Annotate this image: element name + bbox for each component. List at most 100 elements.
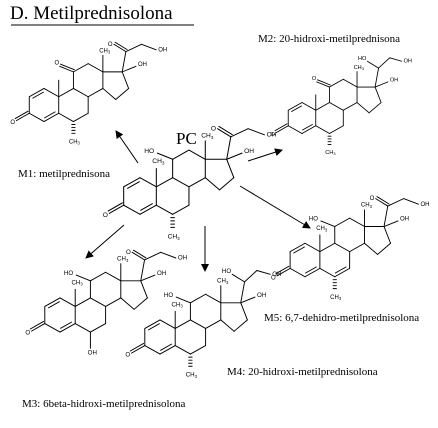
bond-c20-c21 <box>244 270 258 283</box>
carbonyl-bond-c3 <box>14 110 29 120</box>
ring-bond <box>44 323 61 333</box>
ring-bond <box>89 323 107 333</box>
carbonyl-bond-c3 <box>131 345 146 354</box>
ring-bond <box>364 242 379 255</box>
oxygen-label: O <box>55 60 60 66</box>
double-bond-c1-c2 <box>48 301 60 309</box>
bond-c11-oh <box>75 274 91 282</box>
ring-bond <box>334 217 351 227</box>
methyl-label: CH3 <box>117 256 129 263</box>
methyl-label: CH3 <box>354 65 364 71</box>
carbonyl-bond-c11 <box>60 63 75 71</box>
ring-bond <box>144 345 161 355</box>
ring-bond <box>133 297 148 310</box>
ring-bond <box>172 204 190 215</box>
ring-bond <box>105 271 122 282</box>
carbonyl-bond-c3 <box>15 112 30 122</box>
ring-bond <box>319 242 336 253</box>
hydroxyl-label: OH <box>244 148 254 155</box>
carbonyl-bond-c3 <box>29 320 45 330</box>
ring-bond <box>74 297 91 307</box>
ring-bond <box>287 102 303 111</box>
ring-bond <box>105 297 122 307</box>
ring-bond <box>89 271 107 282</box>
carbonyl-bond-c20 <box>113 43 127 53</box>
ring-bond <box>139 177 157 188</box>
bond-c17-c20 <box>374 67 379 88</box>
bond-c17-c20 <box>240 281 246 304</box>
ring-bond <box>188 149 206 160</box>
bond-c21-oh <box>389 57 403 62</box>
ring-bond <box>342 102 358 111</box>
ring-bond <box>287 125 303 134</box>
bond-c17-oh <box>240 296 256 304</box>
ring-bond <box>28 112 45 123</box>
ring-bond <box>319 267 336 278</box>
ring-bond <box>87 63 104 73</box>
ring-bond <box>120 297 135 310</box>
double-bond-c4-c5 <box>140 203 153 211</box>
ring-bond <box>87 87 104 98</box>
reaction-arrows <box>85 130 311 272</box>
bond-c20-c21 <box>144 251 162 261</box>
caption-m2: M2: 20-hidroxi-metilprednisona <box>258 33 401 45</box>
caption-m5: M5: 6,7-dehidro-metilprednisolona <box>264 312 420 324</box>
bond-c21-oh <box>160 251 177 259</box>
hydroxyl-label: HO <box>64 270 73 277</box>
carbonyl-bond-c11 <box>316 81 330 88</box>
caption-m4: M4: 20-hidroxi-metilprednisolona <box>227 366 378 378</box>
ring-bond <box>205 293 222 304</box>
bond-c17-oh <box>226 152 243 160</box>
oxygen-label: O <box>271 132 276 138</box>
methyl-label: CH3 <box>168 234 181 242</box>
bond-c11-oh <box>175 296 191 304</box>
ring-bond <box>304 242 321 253</box>
ring-bond <box>189 293 207 304</box>
ring-bond <box>329 78 344 88</box>
methyl-label: CH3 <box>330 295 342 301</box>
ring-bond <box>383 226 392 244</box>
ring-bond <box>334 242 351 253</box>
carbonyl-bond-c11 <box>317 79 331 86</box>
ring-bond <box>28 87 45 98</box>
bond-c20-c21 <box>378 57 391 69</box>
ring-bond <box>89 297 107 307</box>
bond-c17-oh <box>140 274 156 282</box>
ring-bond <box>159 345 176 355</box>
ring-bond <box>205 319 222 329</box>
carbonyl-bond-c20 <box>217 128 232 138</box>
bond-c17-c20 <box>226 136 232 160</box>
hydroxyl-label: OH <box>272 271 281 278</box>
ring-bond <box>356 102 370 114</box>
double-bond-c4-c5 <box>302 124 313 131</box>
bond-c17-oh <box>121 65 137 73</box>
ring-bond <box>174 319 191 329</box>
methyl-label: CH3 <box>316 226 328 232</box>
oxygen-label: O <box>211 125 216 132</box>
bond-c20-oh <box>366 60 379 69</box>
carbonyl-bond-c3 <box>275 125 289 134</box>
double-bond-c1-c2 <box>32 91 44 99</box>
bond-c20-c21 <box>387 198 405 207</box>
hydroxyl-label: OH <box>404 59 412 65</box>
ring-bond <box>172 177 190 188</box>
methyl-label: CH3 <box>99 48 111 54</box>
ring-bond <box>123 204 141 215</box>
ring-bond <box>233 319 248 332</box>
ring-bond <box>43 112 60 123</box>
ring-bond <box>334 267 351 278</box>
ring-bond <box>189 319 207 329</box>
double-bond-c1-c2 <box>148 323 160 331</box>
double-bond-c1-c2 <box>291 105 302 112</box>
bond-c21-oh <box>256 270 271 275</box>
oxygen-label: O <box>125 352 130 359</box>
bond-c20-c21 <box>230 128 249 138</box>
hydroxyl-label: OH <box>88 350 97 357</box>
ring-bond <box>121 71 130 89</box>
carbonyl-bond-c20 <box>376 196 390 205</box>
hydroxyl-label: OH <box>157 270 166 277</box>
carbonyl-bond-c20 <box>131 251 146 261</box>
oxygen-label: O <box>10 120 15 126</box>
methyl-label: CH3 <box>201 133 214 141</box>
